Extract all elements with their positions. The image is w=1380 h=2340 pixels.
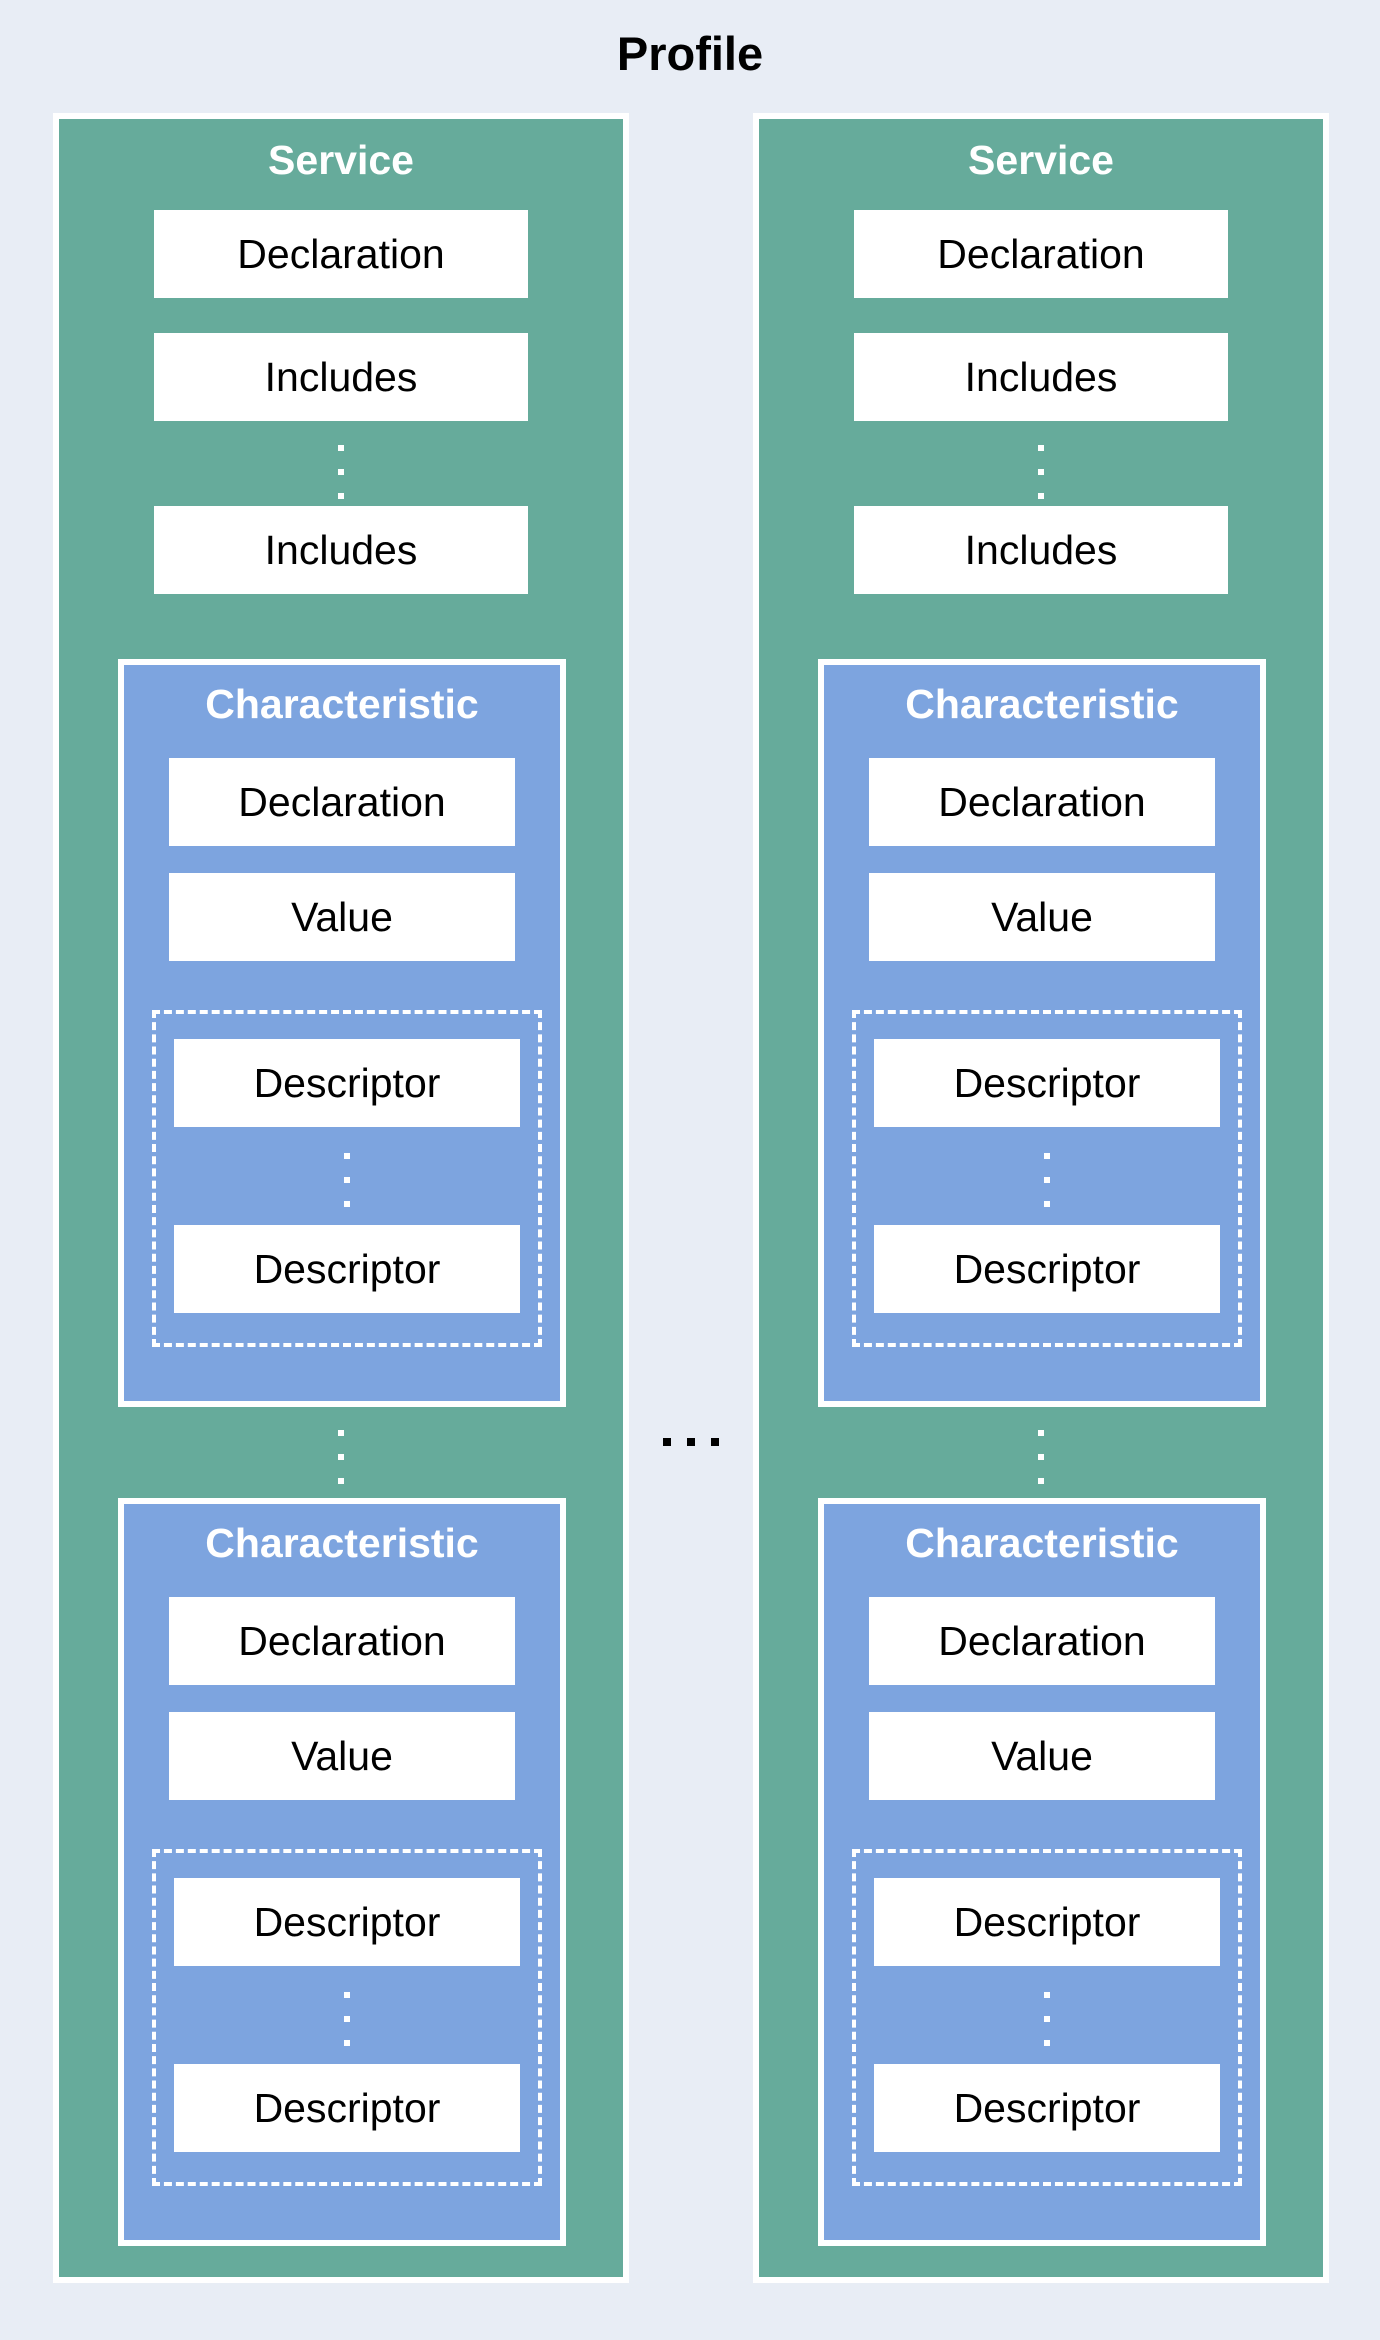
vertical-ellipsis [59, 445, 623, 499]
descriptor-box: Descriptor [874, 1039, 1220, 1127]
service-includes-box: Includes [154, 333, 528, 421]
vertical-ellipsis [856, 1992, 1238, 2046]
horizontal-ellipsis [629, 1438, 753, 1446]
vertical-ellipsis [759, 1430, 1323, 1484]
service-declaration-box: Declaration [154, 210, 528, 298]
descriptor-box: Descriptor [174, 1039, 520, 1127]
characteristic-declaration-box: Declaration [169, 758, 515, 846]
vertical-ellipsis [759, 445, 1323, 499]
descriptor-group: Descriptor Descriptor [152, 1849, 542, 2186]
characteristic-title: Characteristic [905, 1520, 1179, 1566]
characteristic-declaration-box: Declaration [169, 1597, 515, 1685]
characteristic-box: Characteristic Declaration Value Descrip… [118, 659, 566, 1407]
characteristic-value-box: Value [169, 873, 515, 961]
characteristic-value-box: Value [869, 1712, 1215, 1800]
service-includes-box: Includes [854, 333, 1228, 421]
service-title: Service [968, 137, 1114, 183]
characteristic-value-box: Value [869, 873, 1215, 961]
characteristic-box: Characteristic Declaration Value Descrip… [818, 1498, 1266, 2246]
vertical-ellipsis [59, 1430, 623, 1484]
characteristic-title: Characteristic [905, 681, 1179, 727]
service-includes-box: Includes [154, 506, 528, 594]
descriptor-box: Descriptor [174, 1225, 520, 1313]
descriptor-box: Descriptor [174, 1878, 520, 1966]
characteristic-declaration-box: Declaration [869, 1597, 1215, 1685]
characteristic-title: Characteristic [205, 681, 479, 727]
service-box-right: Service Declaration Includes Includes Ch… [753, 113, 1329, 2283]
descriptor-box: Descriptor [874, 2064, 1220, 2152]
service-includes-box: Includes [854, 506, 1228, 594]
descriptor-group: Descriptor Descriptor [152, 1010, 542, 1347]
characteristic-box: Characteristic Declaration Value Descrip… [818, 659, 1266, 1407]
characteristic-box: Characteristic Declaration Value Descrip… [118, 1498, 566, 2246]
vertical-ellipsis [856, 1153, 1238, 1207]
descriptor-box: Descriptor [874, 1878, 1220, 1966]
page-title: Profile [616, 27, 764, 80]
service-declaration-box: Declaration [854, 210, 1228, 298]
vertical-ellipsis [156, 1992, 538, 2046]
descriptor-box: Descriptor [874, 1225, 1220, 1313]
service-title: Service [268, 137, 414, 183]
service-box-left: Service Declaration Includes Includes Ch… [53, 113, 629, 2283]
characteristic-title: Characteristic [205, 1520, 479, 1566]
descriptor-group: Descriptor Descriptor [852, 1849, 1242, 2186]
descriptor-box: Descriptor [174, 2064, 520, 2152]
descriptor-group: Descriptor Descriptor [852, 1010, 1242, 1347]
characteristic-value-box: Value [169, 1712, 515, 1800]
vertical-ellipsis [156, 1153, 538, 1207]
characteristic-declaration-box: Declaration [869, 758, 1215, 846]
